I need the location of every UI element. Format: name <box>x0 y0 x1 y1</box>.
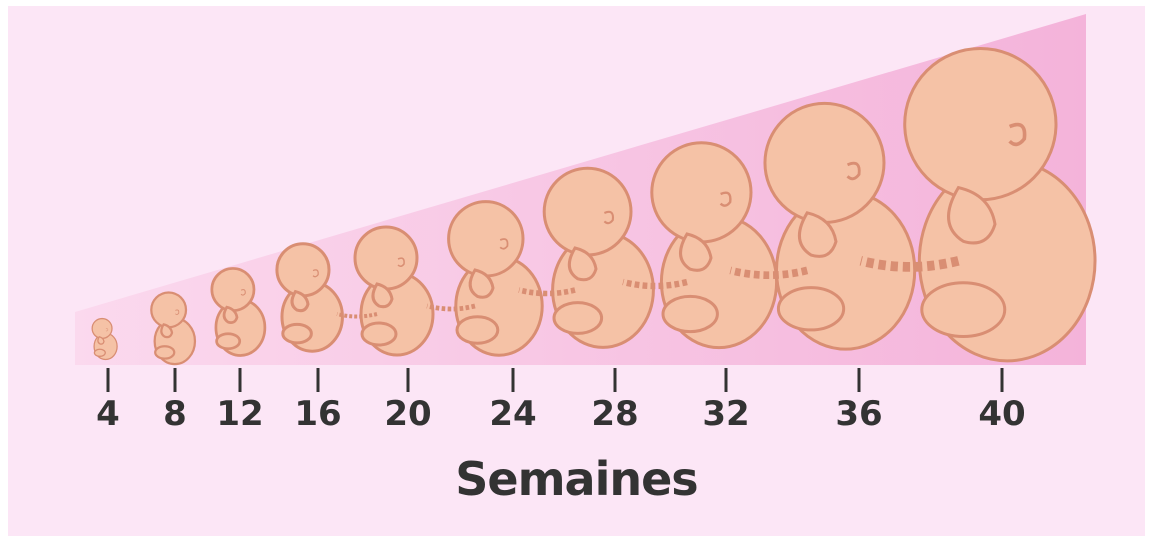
week-label-40: 40 <box>972 394 1032 434</box>
week-label-4: 4 <box>78 394 138 434</box>
week-label-12: 12 <box>210 394 270 434</box>
tick-group <box>108 368 1002 392</box>
week-label-28: 28 <box>585 394 645 434</box>
axis-title: Semaines <box>0 452 1153 506</box>
week-label-24: 24 <box>483 394 543 434</box>
week-label-20: 20 <box>378 394 438 434</box>
week-label-16: 16 <box>288 394 348 434</box>
week-label-8: 8 <box>145 394 205 434</box>
week-label-36: 36 <box>829 394 889 434</box>
fetus-group <box>92 49 1095 365</box>
week-label-32: 32 <box>696 394 756 434</box>
